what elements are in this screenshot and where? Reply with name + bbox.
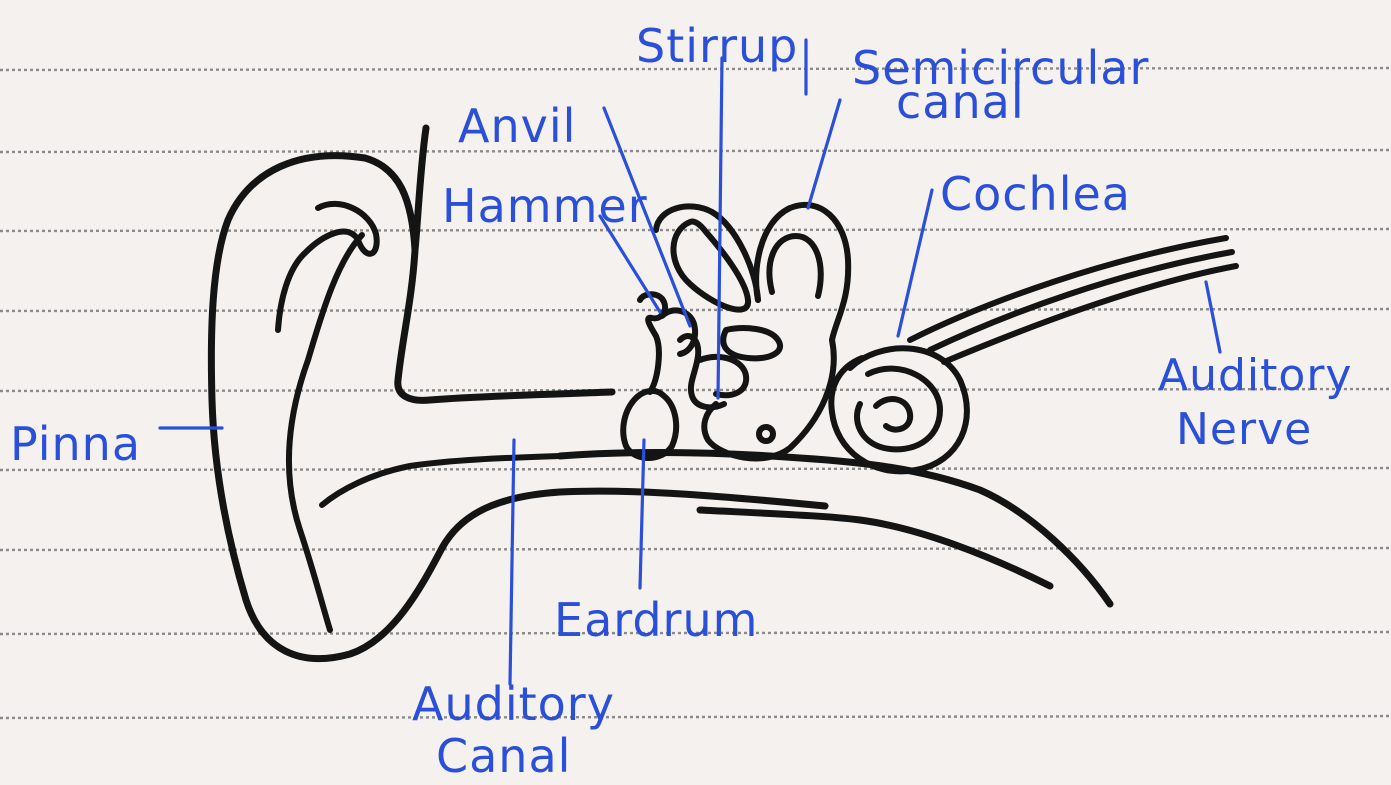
leader-line (510, 440, 514, 684)
ruled-line (0, 548, 1391, 550)
ruled-line (0, 468, 1391, 470)
cochlea-inner-coil (876, 399, 910, 430)
leader-line (718, 58, 722, 398)
leader-line (1206, 282, 1220, 352)
label-auditory-nerve-line1: Auditory (1158, 350, 1352, 401)
label-semicircular-canal-line2: canal (896, 75, 1025, 129)
label-cochlea: Cochlea (940, 167, 1131, 221)
semicircular-inner-loop (769, 236, 820, 296)
tragus-and-canal-top (398, 250, 612, 400)
label-hammer: Hammer (442, 179, 648, 233)
label-auditory-canal-line2: Canal (436, 729, 571, 783)
stirrup-footplate (723, 328, 780, 358)
ruled-line (0, 150, 1391, 152)
label-anvil: Anvil (458, 99, 576, 153)
label-eardrum: Eardrum (554, 593, 758, 647)
cochlea-middle-coil (857, 369, 940, 450)
label-auditory-canal-line1: Auditory (412, 677, 615, 731)
eardrum-shape (623, 391, 676, 458)
label-stirrup: Stirrup (636, 19, 798, 73)
leader-line (640, 440, 644, 588)
round-window (759, 427, 773, 441)
ruled-line (0, 229, 1391, 231)
auditory-nerve-fiber (944, 266, 1236, 362)
label-pinna: Pinna (10, 417, 141, 471)
hammer-head (662, 310, 695, 354)
ruled-line (0, 716, 1391, 718)
pinna-antihelix (289, 235, 362, 630)
ruled-line (0, 309, 1391, 311)
auditory-nerve-fiber (930, 252, 1232, 350)
leader-line (898, 190, 932, 336)
auditory-nerve-fiber (910, 238, 1226, 340)
anvil-body (700, 357, 746, 395)
label-auditory-nerve-line2: Nerve (1176, 404, 1312, 455)
leader-line (808, 100, 840, 208)
